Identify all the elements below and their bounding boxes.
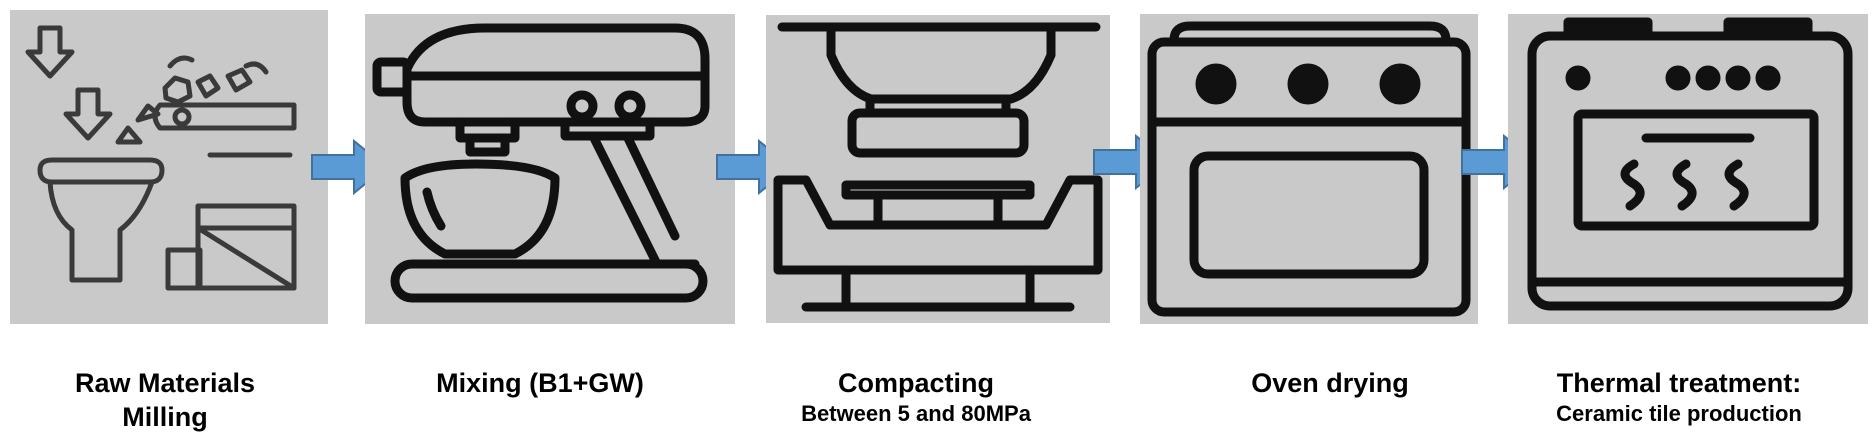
- oven-panel: [1140, 14, 1478, 324]
- oven-icon: [1147, 21, 1471, 317]
- step-title: Oven drying: [1251, 368, 1409, 398]
- step-title: Mixing (B1+GW): [436, 368, 644, 398]
- step-subtitle: Ceramic tile production: [1556, 401, 1802, 426]
- step-subtitle: Between 5 and 80MPa: [801, 401, 1031, 426]
- kiln-panel: [1508, 14, 1868, 324]
- press-icon: [773, 22, 1103, 312]
- compacting-panel: [766, 15, 1110, 323]
- step-title: Compacting: [837, 368, 994, 398]
- step-title-line2: Milling: [122, 402, 208, 432]
- step-label-compacting: Compacting Between 5 and 80MPa: [756, 366, 1076, 428]
- step-label-milling: Raw Materials Milling: [10, 366, 320, 434]
- milling-panel: [10, 10, 328, 324]
- milling-icon: [25, 25, 297, 291]
- kiln-icon: [1527, 17, 1853, 311]
- step-label-mixing: Mixing (B1+GW): [380, 366, 700, 400]
- step-label-oven: Oven drying: [1170, 366, 1490, 400]
- mixing-panel: [365, 14, 735, 324]
- step-title: Raw Materials: [74, 368, 256, 398]
- stand-mixer-icon: [372, 23, 710, 303]
- step-title: Thermal treatment:: [1556, 368, 1802, 398]
- step-label-thermal: Thermal treatment: Ceramic tile producti…: [1514, 366, 1844, 428]
